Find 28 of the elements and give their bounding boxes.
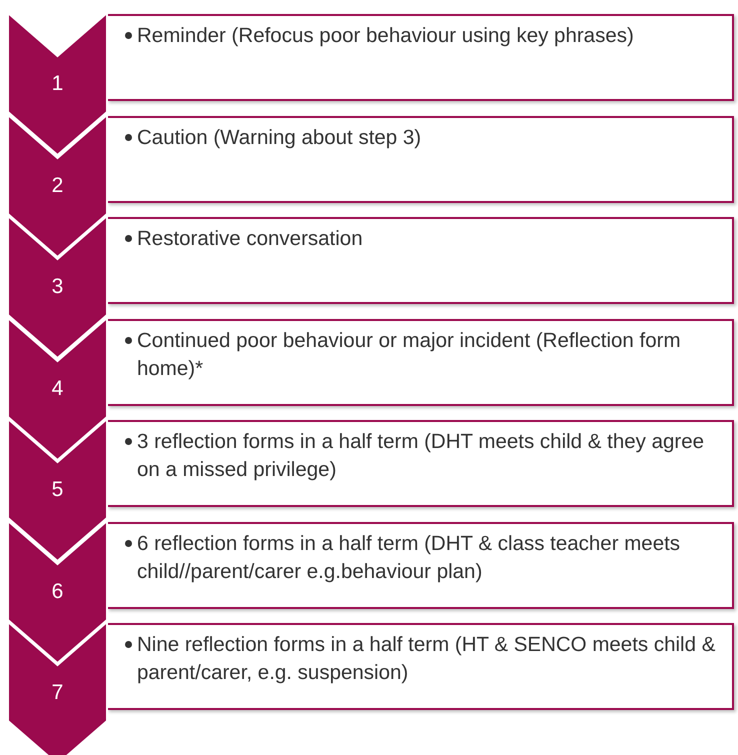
step-number: 5 xyxy=(50,478,64,502)
step-box xyxy=(107,318,734,406)
chevron-shape xyxy=(6,520,109,664)
step-box xyxy=(107,14,734,101)
chevron-shape xyxy=(6,316,109,462)
step-number: 1 xyxy=(50,72,64,96)
step-box xyxy=(107,623,734,710)
chevron-shape xyxy=(6,418,109,563)
step-number: 3 xyxy=(50,275,64,299)
step-description: Restorative conversation xyxy=(137,226,364,252)
chevron-shape xyxy=(6,215,109,360)
step-number: 4 xyxy=(50,376,64,400)
step-description: Caution (Warning about step 3) xyxy=(137,124,422,150)
step-description: Continued poor behaviour or major incident (Reflection form home)* xyxy=(137,328,682,382)
chevron-shape xyxy=(6,114,109,258)
step-box xyxy=(107,217,734,304)
chevron-shape xyxy=(6,12,109,157)
step-number: 2 xyxy=(50,174,64,198)
step-description: 3 reflection forms in a half term (DHT meets child & they agree on a missed privilege) xyxy=(137,429,706,483)
step-box xyxy=(107,116,734,202)
step-description: 6 reflection forms in a half term (DHT & class teacher meets child//parent/carer e.g.behaviour plan) xyxy=(137,530,682,584)
step-number: 6 xyxy=(50,580,64,604)
step-box xyxy=(107,420,734,507)
step-description: Nine reflection forms in a half term (HT & SENCO meets child & parent/carer, e.g. suspension) xyxy=(137,632,716,686)
step-number: 7 xyxy=(50,681,64,705)
chevron-shape xyxy=(6,621,109,755)
step-box xyxy=(107,522,734,608)
step-description: Reminder (Refocus poor behaviour using key phrases) xyxy=(137,23,635,49)
